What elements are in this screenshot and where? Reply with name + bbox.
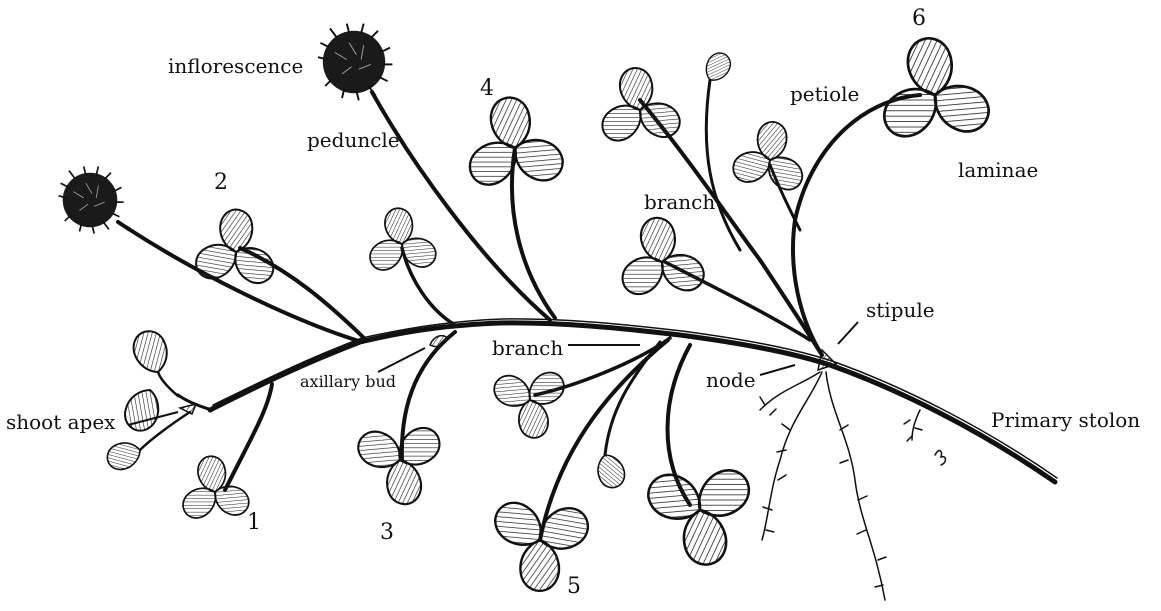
leaf-branch-top <box>596 65 685 147</box>
leaf-branch-mid <box>616 215 710 301</box>
label-node: node <box>706 370 756 390</box>
leaf-lower-left <box>489 366 569 440</box>
leaf-number-6: 6 <box>912 8 926 30</box>
leaf-6 <box>876 35 996 145</box>
leaf-3 <box>353 421 447 507</box>
leaf-number-2: 2 <box>214 172 228 194</box>
leaf-lower-right <box>641 462 757 568</box>
label-shoot-apex: shoot apex <box>6 412 115 432</box>
leaf-2 <box>186 200 288 296</box>
leaf-4 <box>462 95 569 193</box>
label-inflorescence: inflorescence <box>168 56 303 76</box>
label-branch-upper: branch <box>644 192 715 212</box>
label-axillary-bud: axillary bud <box>300 374 396 390</box>
leaf-small-upper <box>365 206 441 276</box>
label-laminae: laminae <box>958 160 1038 180</box>
flower-head-left <box>59 166 124 233</box>
label-stipule: stipule <box>866 300 935 320</box>
label-peduncle: peduncle <box>307 130 400 150</box>
label-petiole: petiole <box>790 84 859 104</box>
leaf-number-4: 4 <box>480 78 494 100</box>
label-branch-lower: branch <box>492 338 563 358</box>
leaf-number-1: 1 <box>247 512 261 534</box>
leaf-number-3: 3 <box>380 522 394 544</box>
leaf-5 <box>477 487 599 602</box>
label-primary-stolon: Primary stolon <box>991 410 1140 430</box>
flower-head-top <box>318 24 392 101</box>
leaf-number-5: 5 <box>567 576 581 598</box>
leaf-1 <box>178 454 254 524</box>
